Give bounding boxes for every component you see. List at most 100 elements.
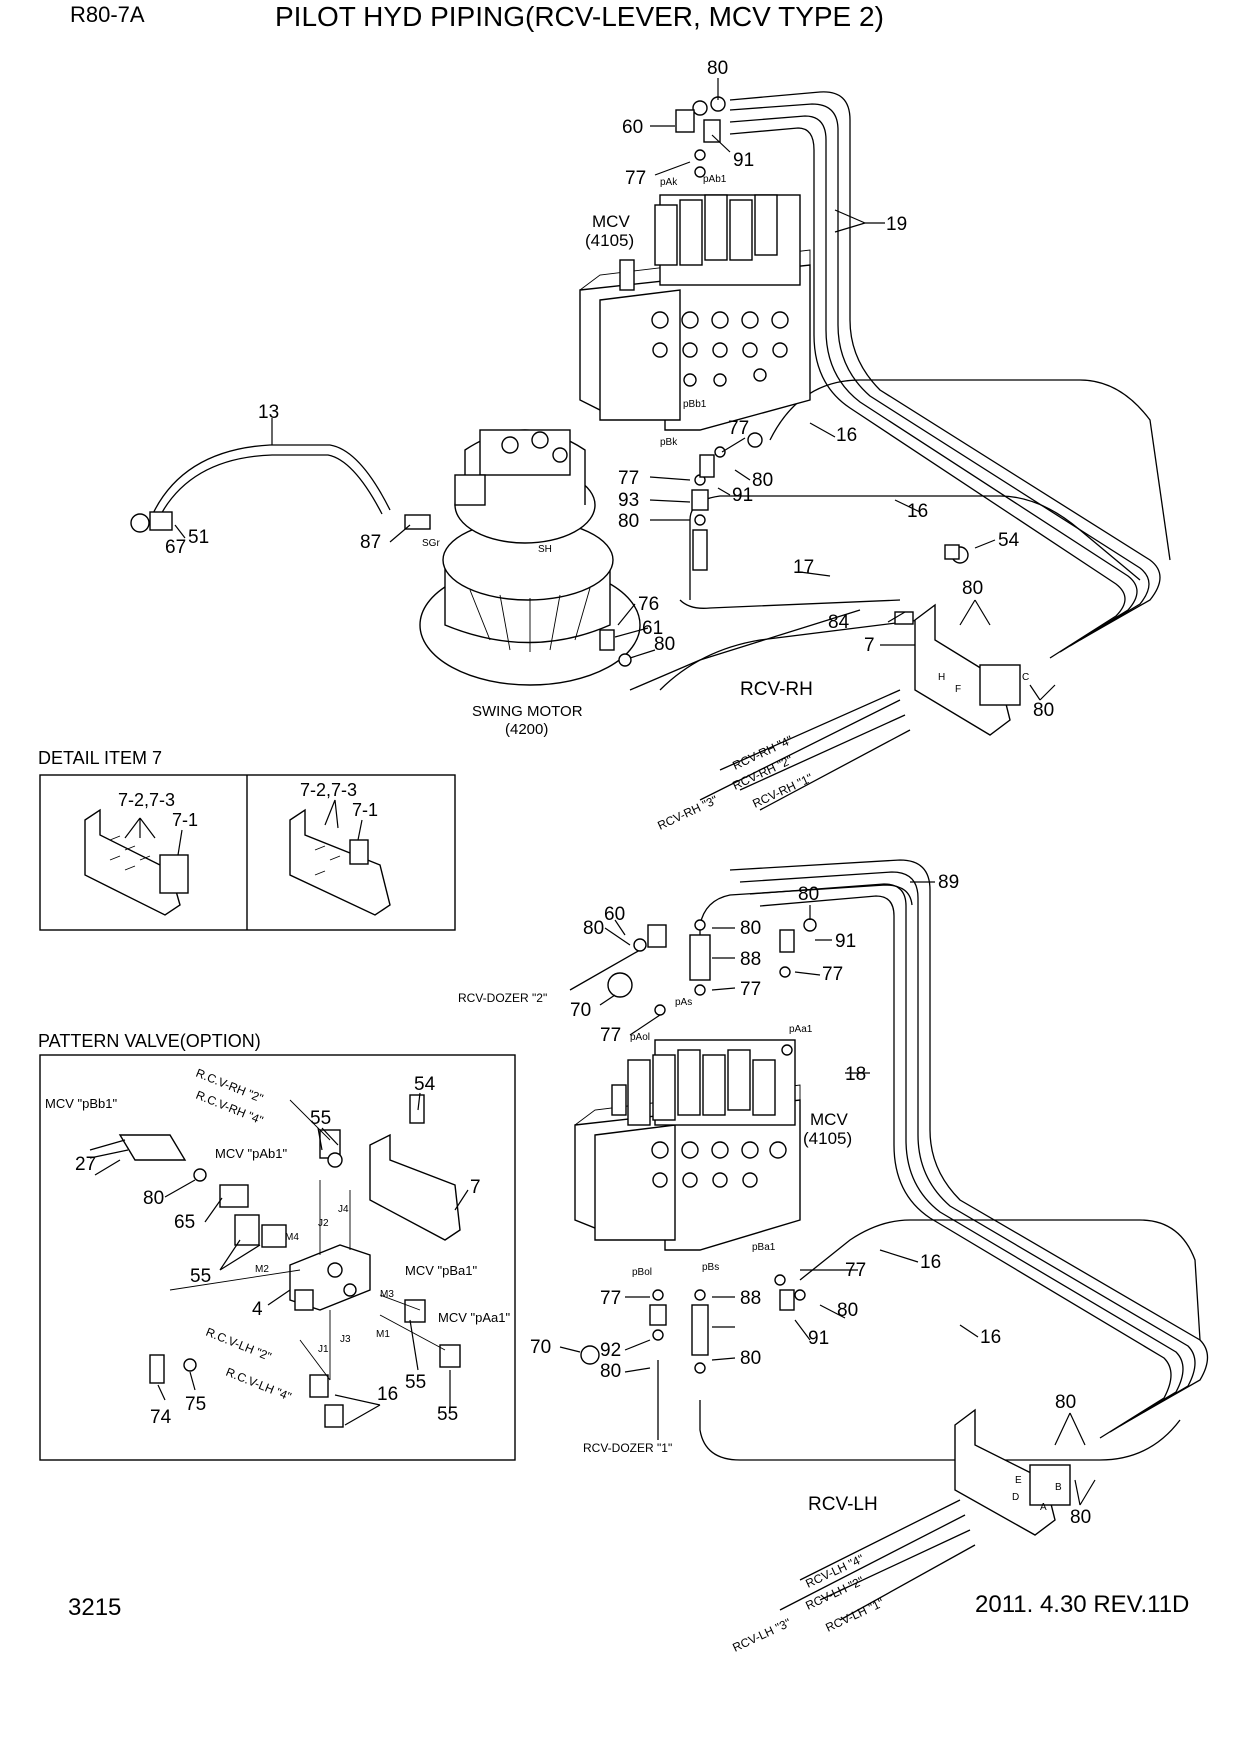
svg-text:R.C.V-LH "2": R.C.V-LH "2" (204, 1325, 273, 1364)
rcv-lh-label: RCV-LH (808, 1494, 878, 1515)
svg-text:88: 88 (740, 949, 761, 970)
port-labels-upper: pAk pAb1 pBb1 pBk SGr SH (422, 174, 727, 555)
svg-text:13: 13 (258, 402, 279, 423)
svg-text:77: 77 (728, 418, 749, 439)
svg-text:70: 70 (570, 1000, 591, 1021)
svg-text:80: 80 (837, 1300, 858, 1321)
hose-tag-lh-3: RCV-LH "3" (730, 1616, 793, 1655)
svg-text:74: 74 (150, 1407, 172, 1428)
svg-text:7: 7 (470, 1177, 481, 1198)
svg-text:A: A (1040, 1502, 1047, 1513)
pattern-valve-drawing (89, 1094, 461, 1428)
pattern-valve-box (39, 1054, 516, 1461)
swing-motor (419, 429, 641, 686)
svg-text:7: 7 (864, 635, 875, 656)
svg-text:54: 54 (998, 530, 1020, 551)
svg-text:7-1: 7-1 (172, 810, 198, 830)
svg-text:MCV "pAa1": MCV "pAa1" (438, 1310, 510, 1325)
svg-text:77: 77 (822, 964, 843, 985)
svg-text:16: 16 (980, 1327, 1001, 1348)
rcv-lh-hose-tails (779, 1499, 976, 1621)
svg-text:7-2,7-3: 7-2,7-3 (118, 790, 175, 810)
svg-text:MCV "pBa1": MCV "pBa1" (405, 1263, 477, 1278)
svg-text:7-2,7-3: 7-2,7-3 (300, 780, 357, 800)
svg-text:77: 77 (625, 168, 646, 189)
svg-text:80: 80 (1033, 700, 1054, 721)
svg-text:16: 16 (920, 1252, 941, 1273)
svg-text:76: 76 (638, 594, 659, 615)
svg-text:J3: J3 (340, 1334, 351, 1345)
detail-item-7-callouts: 7-2,7-3 7-1 7-2,7-3 7-1 (118, 780, 378, 830)
svg-text:77: 77 (740, 979, 761, 1000)
hose-tag-dozer-1: RCV-DOZER "1" (583, 1441, 672, 1455)
page-number: 3215 (68, 1594, 121, 1621)
callouts-lower (559, 881, 1096, 1506)
rcv-rh-bracket (914, 603, 1021, 736)
svg-text:80: 80 (1070, 1507, 1091, 1528)
svg-text:J4: J4 (338, 1204, 349, 1215)
hose-89 (699, 884, 913, 950)
svg-text:77: 77 (618, 468, 639, 489)
svg-text:18: 18 (845, 1064, 866, 1085)
svg-text:80: 80 (583, 918, 604, 939)
model-label: R80-7A (70, 2, 145, 27)
svg-text:16: 16 (836, 425, 857, 446)
svg-text:65: 65 (174, 1212, 195, 1233)
svg-text:F: F (955, 684, 961, 695)
svg-text:pAa1: pAa1 (789, 1024, 813, 1035)
svg-text:SGr: SGr (422, 538, 440, 549)
svg-text:77: 77 (845, 1260, 866, 1281)
callout-numbers-upper: 80 60 91 77 19 13 77 16 77 91 80 93 80 1… (165, 58, 1054, 721)
hose-13 (149, 444, 391, 521)
svg-text:87: 87 (360, 532, 381, 553)
svg-text:67: 67 (165, 537, 186, 558)
port-labels-lower: pAs pAa1 pAol pBol pBs pBa1 (630, 997, 813, 1278)
svg-text:55: 55 (310, 1108, 331, 1129)
mcv-upper (579, 194, 811, 431)
svg-text:pBa1: pBa1 (752, 1242, 776, 1253)
revision-label: 2011. 4.30 REV.11D (975, 1591, 1189, 1618)
pattern-valve-title: PATTERN VALVE(OPTION) (38, 1031, 261, 1051)
svg-text:16: 16 (377, 1384, 398, 1405)
svg-text:27: 27 (75, 1154, 96, 1175)
svg-text:C: C (1022, 672, 1029, 683)
swing-motor-label: SWING MOTOR (472, 703, 583, 720)
svg-text:E: E (1015, 1475, 1022, 1486)
svg-text:80: 80 (740, 918, 761, 939)
svg-text:J2: J2 (318, 1218, 329, 1229)
pattern-valve-leaders (94, 1092, 469, 1426)
svg-text:80: 80 (798, 884, 819, 905)
svg-text:M2: M2 (255, 1264, 269, 1275)
svg-text:55: 55 (190, 1266, 211, 1287)
mcv-lower (574, 1039, 801, 1251)
callout-numbers-lower: 89 80 91 80 60 80 88 77 77 70 77 18 77 1… (530, 872, 1091, 1528)
svg-text:SH: SH (538, 544, 552, 555)
svg-text:B: B (1055, 1482, 1062, 1493)
svg-text:77: 77 (600, 1025, 621, 1046)
svg-text:M3: M3 (380, 1289, 394, 1300)
svg-text:55: 55 (405, 1372, 426, 1393)
svg-text:60: 60 (604, 904, 625, 925)
svg-text:89: 89 (938, 872, 959, 893)
hose-tag-rh-3: RCV-RH "3" (655, 793, 719, 833)
svg-text:54: 54 (414, 1074, 436, 1095)
svg-text:MCV "pAb1": MCV "pAb1" (215, 1146, 287, 1161)
svg-text:80: 80 (752, 470, 773, 491)
svg-text:pBol: pBol (632, 1267, 652, 1278)
svg-text:55: 55 (437, 1404, 458, 1425)
detail-item-7-title: DETAIL ITEM 7 (38, 748, 162, 768)
svg-text:pBs: pBs (702, 1262, 719, 1273)
svg-text:16: 16 (907, 501, 928, 522)
svg-text:M4: M4 (285, 1232, 299, 1243)
fittings (130, 96, 969, 1374)
svg-text:4: 4 (252, 1299, 263, 1320)
svg-text:80: 80 (143, 1188, 164, 1209)
svg-text:pAol: pAol (630, 1032, 650, 1043)
page-title: PILOT HYD PIPING(RCV-LEVER, MCV TYPE 2) (275, 1, 884, 32)
svg-text:pAk: pAk (660, 177, 678, 188)
svg-text:77: 77 (600, 1288, 621, 1309)
rcv-lh-bracket (954, 1408, 1071, 1536)
svg-text:7-1: 7-1 (352, 800, 378, 820)
svg-text:51: 51 (188, 527, 209, 548)
swing-motor-code: (4200) (505, 721, 548, 738)
